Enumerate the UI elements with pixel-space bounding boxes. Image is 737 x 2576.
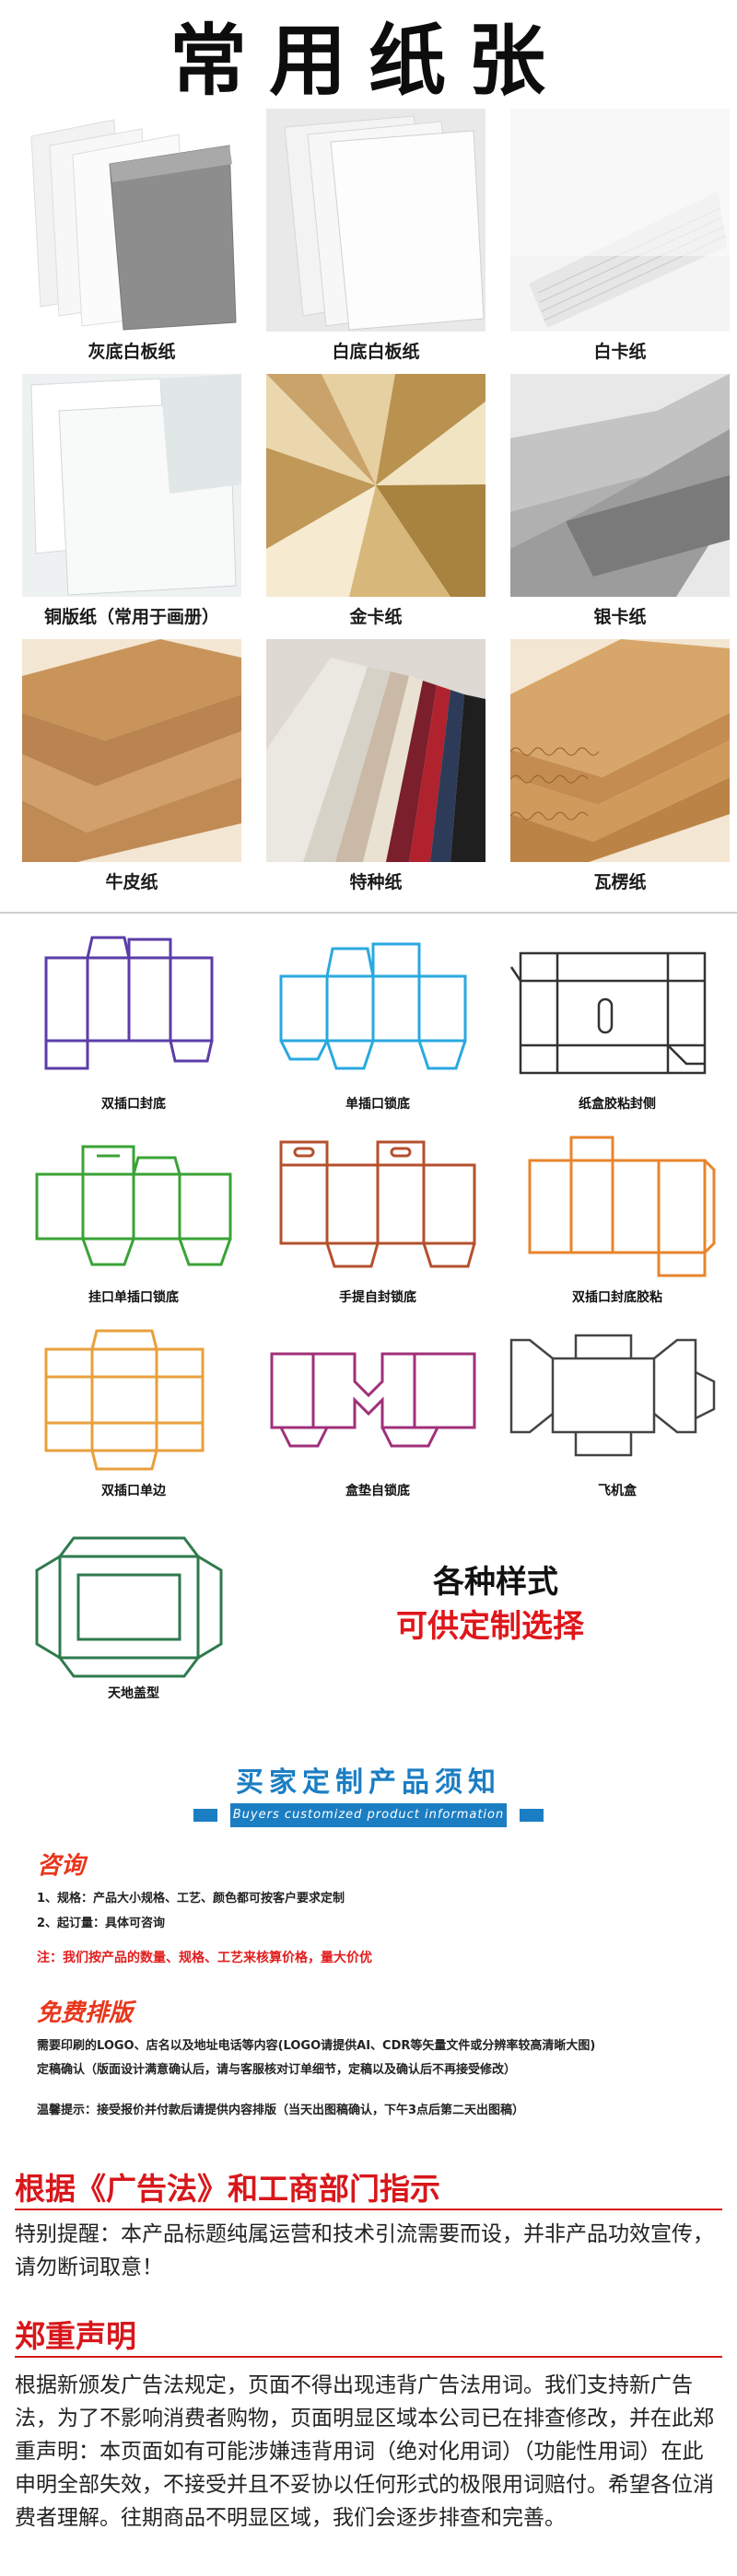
paper-item: 特种纸 [266,639,485,904]
statement-paragraph: 根据新颁发广告法规定，页面不得出现违背广告法用词。我们支持新广告法，为了不影响消… [15,2373,714,2530]
paper-photo [266,639,485,862]
paper-photo [22,109,241,332]
box-label: 单插口锁底 [345,1097,410,1112]
statement-rule [15,2356,722,2358]
paper-grid: 灰底白板纸 白底白板纸 白卡纸 [0,109,737,904]
paper-label: 白卡纸 [593,341,647,362]
notice-title: 买家定制产品须知 [236,1766,501,1799]
box-item: 盒垫自锁底 [263,1317,493,1510]
paper-photo [266,374,485,597]
box-label: 双插口单边 [101,1484,166,1498]
box-dieline [279,1140,476,1268]
legal-rule [15,2209,722,2210]
notice-bar-right [520,1809,544,1822]
box-item: 飞机盒 [502,1317,732,1510]
dieline-lines [279,1140,476,1268]
box-item: 单插口锁底 [263,930,493,1124]
box-label: 盒垫自锁底 [345,1484,410,1498]
box-item: 天地盖型 [18,1520,249,1713]
dieline-lines [509,951,707,1075]
paper-item: 白底白板纸 [266,109,485,374]
paper-photo [22,374,241,597]
paper-label: 特种纸 [349,871,403,892]
styles-line1: 各种样式 [433,1564,558,1601]
dieline-lines [44,936,214,1070]
box-label: 挂口单插口锁底 [88,1290,179,1305]
paper-photo [510,109,730,332]
notice-bar-left [193,1809,217,1822]
paper-item: 金卡纸 [266,374,485,639]
paper-header: 常用纸张 [0,0,737,109]
tip-line: 温馨提示：接受报价并付款后请提供内容排版（当天出图稿确认，下午3点后第二天出图稿… [37,2104,525,2117]
box-types-section: 双插口封底 单插口锁底 纸盒胶粘封侧 [0,912,737,1510]
box-dieline [44,936,214,1070]
paper-label: 灰底白板纸 [88,341,176,362]
paper-label: 牛皮纸 [105,871,158,892]
box-label: 飞机盒 [598,1484,637,1498]
box-dieline [509,1334,716,1457]
statement-heading: 郑重声明 [15,2318,136,2354]
paper-item: 牛皮纸 [22,639,241,904]
box-item: 手提自封锁底 [263,1124,493,1317]
design-heading: 免费排版 [37,1999,134,2027]
legal-heading: 根据《广告法》和工商部门指示 [15,2171,440,2207]
dieline-lines [528,1136,716,1277]
box-item: 双插口封底胶粘 [502,1124,732,1317]
paper-item: 银卡纸 [510,374,730,639]
paper-item: 瓦楞纸 [510,639,730,904]
legal-paragraph: 特别提醒：本产品标题纯属运营和技术引流需要而设，并非产品功效宣传，请勿断词取意！ [15,2222,714,2279]
box-dieline [279,942,467,1070]
paper-photo [22,639,241,862]
paper-item: 铜版纸（常用于画册） [22,374,241,639]
page-title: 常用纸张 [169,14,567,106]
box-dieline [528,1136,716,1277]
box-label: 手提自封锁底 [339,1290,416,1305]
box-item: 双插口单边 [18,1317,249,1510]
paper-photo [510,639,730,862]
box-dieline [35,1536,223,1678]
dieline-lines [44,1329,205,1471]
box-item: 纸盒胶粘封侧 [502,930,732,1124]
box-dieline [35,1145,232,1266]
paper-label: 铜版纸（常用于画册） [43,606,219,627]
notice-subtitle: Buyers customized product information [230,1803,507,1827]
styles-block: 天地盖型 各种样式 可供定制选择 [0,1520,737,1731]
box-item: 双插口封底 [18,930,249,1124]
styles-line2: 可供定制选择 [396,1608,584,1645]
box-label: 双插口封底胶粘 [572,1290,662,1305]
paper-photo [266,109,485,332]
box-label: 双插口封底 [101,1097,166,1112]
box-dieline [270,1352,476,1448]
paper-label: 金卡纸 [349,606,403,627]
paper-item: 灰底白板纸 [22,109,241,374]
box-label: 纸盒胶粘封侧 [579,1097,656,1112]
box-label: 天地盖型 [108,1686,159,1701]
paper-photo [510,374,730,597]
consult-line: 1、规格：产品大小规格、工艺、颜色都可按客户要求定制 [37,1892,345,1906]
consult-heading: 咨询 [37,1852,86,1880]
dieline-lines [35,1145,232,1266]
dieline-lines [509,1334,716,1457]
paper-label: 银卡纸 [593,606,647,627]
dieline-lines [279,942,467,1070]
paper-item: 白卡纸 [510,109,730,374]
box-dieline [509,951,707,1075]
notice-section: 买家定制产品须知 Buyers customized product infor… [0,1731,737,2155]
paper-label: 白底白板纸 [332,341,420,362]
box-dieline [44,1329,205,1471]
paper-label: 瓦楞纸 [593,871,647,892]
dieline-lines [270,1352,476,1448]
price-note: 注：我们按产品的数量、规格、工艺来核算价格，量大价优 [37,1951,372,1965]
legal-section: 根据《广告法》和工商部门指示 特别提醒：本产品标题纯属运营和技术引流需要而设，并… [0,2155,737,2576]
section-divider [0,912,737,914]
design-line: 需要印刷的LOGO、店名以及地址电话等内容(LOGO请提供AI、CDR等矢量文件… [37,2039,596,2053]
dieline-lines [35,1536,223,1678]
design-line: 定稿确认（版面设计满意确认后，请与客服核对订单细节，定稿以及确认后不再接受修改） [37,2063,517,2077]
box-item: 挂口单插口锁底 [18,1124,249,1317]
consult-line: 2、起订量：具体可咨询 [37,1917,166,1930]
